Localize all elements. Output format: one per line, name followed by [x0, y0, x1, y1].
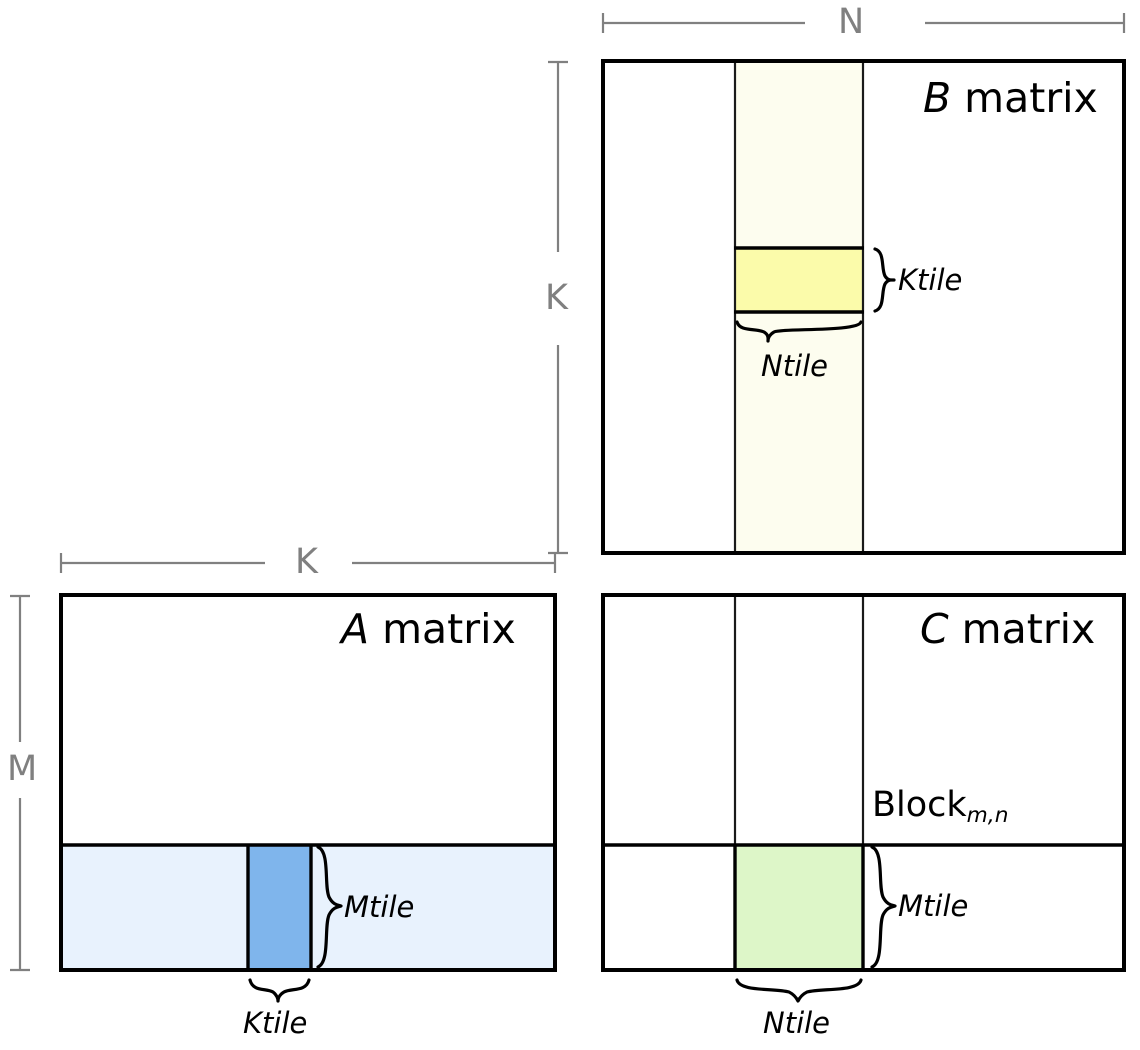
- m-vertical-dimension-arrow: [10, 594, 30, 972]
- c-block-text: Block: [872, 785, 967, 825]
- c-mtile-brace: [870, 845, 897, 969]
- a-matrix-word: matrix: [369, 605, 516, 653]
- a-mtile-brace: [316, 845, 343, 969]
- a-ktile-brace: [248, 978, 311, 1003]
- b-matrix-symbol: B: [923, 74, 952, 122]
- c-matrix-title: C matrix: [920, 609, 1095, 650]
- b-active-tile: [735, 248, 863, 312]
- b-ktile-label: Ktile: [898, 263, 963, 297]
- k-horizontal-dimension-arrow: [59, 553, 557, 573]
- c-block-subscript: m,n: [966, 803, 1009, 829]
- c-ntile-brace: [735, 978, 863, 1003]
- c-block-label: Blockm,n: [872, 785, 1008, 827]
- c-matrix-graphics: [601, 593, 1126, 972]
- a-matrix-graphics: [59, 593, 557, 972]
- b-matrix-title: B matrix: [923, 78, 1098, 119]
- a-mtile-label: Mtile: [344, 890, 415, 924]
- k-vertical-dimension-arrow: [548, 60, 568, 555]
- b-ktile-brace: [873, 247, 896, 313]
- b-matrix-word: matrix: [951, 74, 1098, 122]
- a-active-tile: [248, 845, 311, 970]
- b-matrix-graphics: [601, 59, 1126, 555]
- c-mtile-label: Mtile: [898, 889, 969, 923]
- dimension-label-n: N: [838, 2, 865, 42]
- c-ntile-label: Ntile: [763, 1006, 831, 1040]
- c-matrix-word: matrix: [948, 605, 1096, 653]
- a-matrix-symbol: A: [341, 605, 370, 653]
- b-ntile-label: Ntile: [761, 349, 829, 383]
- a-ktile-label: Ktile: [243, 1006, 308, 1040]
- dimension-label-k-vertical: K: [545, 278, 568, 318]
- a-matrix-title: A matrix: [341, 609, 516, 650]
- dimension-label-m: M: [7, 749, 38, 789]
- b-ntile-brace: [735, 320, 863, 343]
- c-matrix-symbol: C: [920, 605, 949, 653]
- c-active-tile: [735, 845, 863, 969]
- dimension-label-k-horizontal: K: [295, 542, 318, 582]
- n-dimension-arrow: [601, 13, 1126, 33]
